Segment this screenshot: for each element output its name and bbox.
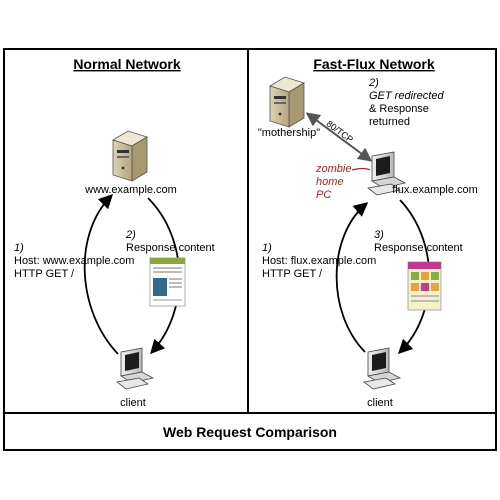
port-80-tcp-label: 80/TCP bbox=[325, 118, 355, 144]
mothership-label: "mothership" bbox=[258, 127, 320, 139]
outer-frame bbox=[3, 48, 497, 451]
www-example-com-label: www.example.com bbox=[84, 184, 177, 196]
left-step1-number: 1) bbox=[14, 242, 24, 254]
web-request-comparison-title: Web Request Comparison bbox=[163, 424, 337, 440]
normal-network-title: Normal Network bbox=[73, 56, 181, 72]
left-client-label: client bbox=[120, 397, 146, 409]
web-server-icon bbox=[112, 130, 148, 182]
flux-example-com-label: flux.example.com bbox=[392, 184, 478, 196]
zombie-label: zombie bbox=[315, 163, 351, 175]
right-request-arrow bbox=[335, 202, 369, 353]
right-response-content-label: Response content bbox=[374, 242, 463, 254]
right-http-get: HTTP GET / bbox=[262, 268, 323, 280]
zombie-pc-computer-icon bbox=[367, 151, 407, 196]
home-label: home bbox=[316, 176, 344, 188]
get-redirected-label: GET redirected bbox=[369, 90, 444, 102]
and-response-label: & Response bbox=[369, 103, 429, 115]
fast-flux-network-title: Fast-Flux Network bbox=[313, 56, 435, 72]
left-http-get: HTTP GET / bbox=[14, 268, 75, 280]
pc-label: PC bbox=[316, 189, 331, 201]
request-arrow bbox=[83, 193, 119, 355]
left-client-computer-icon bbox=[116, 347, 155, 390]
returned-label: returned bbox=[369, 116, 410, 128]
right-step2-number: 2) bbox=[368, 77, 379, 89]
left-step2-number: 2) bbox=[125, 229, 136, 241]
web-page-thumbnail-icon bbox=[149, 257, 186, 307]
mothership-link-arrow bbox=[305, 112, 373, 162]
mothership-server-icon bbox=[269, 76, 305, 128]
right-step3-number: 3) bbox=[374, 229, 384, 241]
right-host-header: Host: flux.example.com bbox=[262, 255, 376, 267]
left-host-header: Host: www.example.com bbox=[14, 255, 134, 267]
malicious-page-thumbnail-icon bbox=[407, 261, 442, 311]
left-response-content-label: Response content bbox=[126, 242, 215, 254]
right-client-computer-icon bbox=[363, 347, 402, 390]
right-step1-number: 1) bbox=[262, 242, 272, 254]
zombie-pointer-line bbox=[351, 167, 371, 171]
right-client-label: client bbox=[367, 397, 393, 409]
